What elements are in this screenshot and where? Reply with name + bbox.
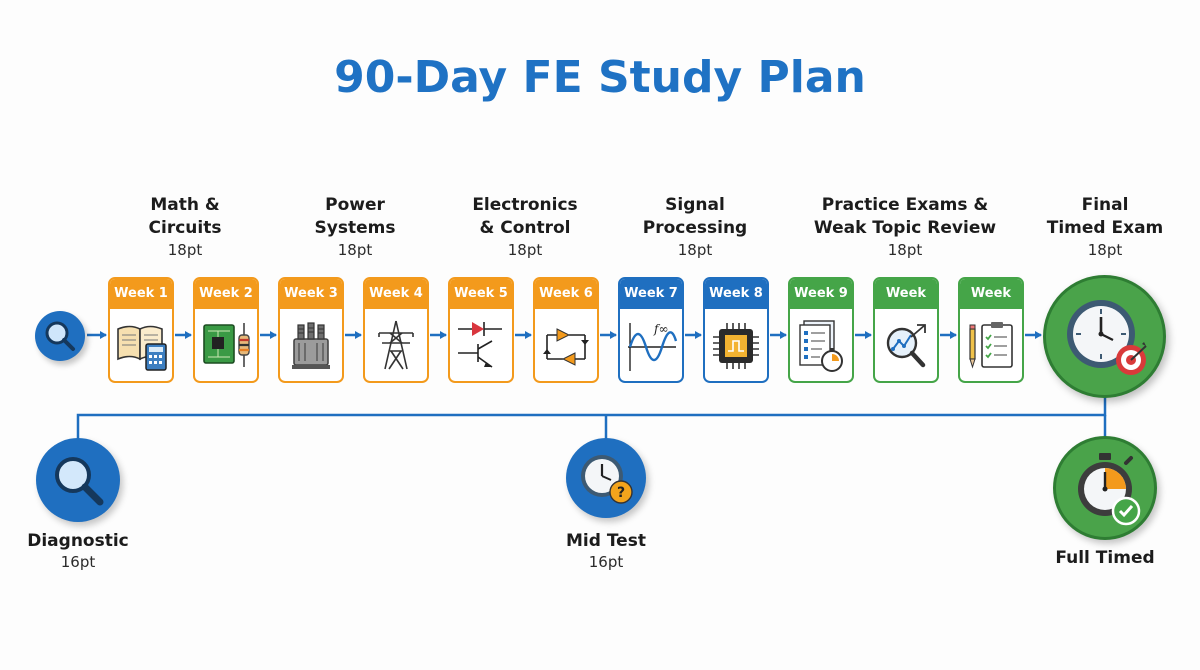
magnifier-chart-icon xyxy=(886,324,926,368)
transistor-diode-icon xyxy=(458,322,502,368)
chip-icon xyxy=(713,323,759,369)
phase-size: 18pt xyxy=(167,241,203,259)
week-label: Week 6 xyxy=(535,279,597,309)
milestone-name: Full Timed xyxy=(1055,548,1155,568)
milestone-size: 16pt xyxy=(60,553,96,571)
week-card-7[interactable]: Week 7 f∞ xyxy=(618,277,684,383)
phase-name: Final Timed Exam xyxy=(1046,195,1164,238)
phase-math-circuits: Math & Circuits 18pt xyxy=(110,194,260,261)
phase-name: Signal Processing xyxy=(642,195,748,238)
circuit-board-icon xyxy=(203,323,250,367)
week-card-4[interactable]: Week 4 xyxy=(363,277,429,383)
milestone-diagnostic: Diagnostic 16pt xyxy=(13,530,143,573)
final-exam-circle xyxy=(1043,275,1166,398)
transmission-tower-icon xyxy=(378,320,414,370)
week-label: Week 1 xyxy=(110,279,172,309)
week-card-2[interactable]: Week 2 xyxy=(193,277,259,383)
stopwatch-check-icon xyxy=(1078,453,1141,526)
phase-size: 18pt xyxy=(677,241,713,259)
week-card-9[interactable]: Week 9 xyxy=(788,277,854,383)
magnifier-icon xyxy=(45,321,75,351)
phase-name: Power Systems xyxy=(314,195,396,238)
sine-wave-icon: f∞ xyxy=(628,322,678,371)
week-label: Week 8 xyxy=(705,279,767,309)
clock-target-icon xyxy=(1067,300,1147,375)
milestone-name: Mid Test xyxy=(566,531,646,551)
week-label: Week 10 xyxy=(875,279,937,331)
milestone-size: 16pt xyxy=(588,553,624,571)
book-calculator-icon xyxy=(117,325,167,371)
phase-name: Practice Exams & Weak Topic Review xyxy=(813,195,997,238)
phase-name: Math & Circuits xyxy=(148,195,222,238)
week-label: Week 11 xyxy=(960,279,1022,331)
phase-signal-processing: Signal Processing 18pt xyxy=(615,194,775,261)
milestone-name: Diagnostic xyxy=(27,531,129,551)
week-card-1[interactable]: Week 1 xyxy=(108,277,174,383)
clock-question-icon: ? xyxy=(581,455,633,504)
phase-power-systems: Power Systems 18pt xyxy=(280,194,430,261)
milestone-mid-test: Mid Test 16pt xyxy=(541,530,671,573)
week-label: Week 5 xyxy=(450,279,512,309)
full-timed-circle xyxy=(1053,436,1157,540)
magnifier-icon xyxy=(55,457,104,506)
week-card-11[interactable]: Week 11 xyxy=(958,277,1024,383)
phase-size: 18pt xyxy=(887,241,923,259)
mid-test-circle: ? xyxy=(566,438,646,518)
milestone-full-timed: Full Timed xyxy=(1040,547,1170,569)
page-title: 90-Day FE Study Plan xyxy=(334,52,866,103)
formula-glyph: f∞ xyxy=(653,322,668,336)
phase-electronics-control: Electronics & Control 18pt xyxy=(440,194,610,261)
phase-size: 18pt xyxy=(337,241,373,259)
svg-text:?: ? xyxy=(617,485,625,501)
week-card-10[interactable]: Week 10 xyxy=(873,277,939,383)
week-card-8[interactable]: Week 8 xyxy=(703,277,769,383)
week-label: Week 4 xyxy=(365,279,427,309)
transformer-icon xyxy=(292,322,330,369)
diagnostic-circle xyxy=(36,438,120,522)
checklist-timer-icon xyxy=(799,320,843,372)
start-diagnostic-circle xyxy=(35,311,85,361)
phase-name: Electronics & Control xyxy=(472,195,578,238)
phase-practice-exams: Practice Exams & Weak Topic Review 18pt xyxy=(800,194,1010,261)
week-card-5[interactable]: Week 5 xyxy=(448,277,514,383)
week-label: Week 7 xyxy=(620,279,682,309)
week-label: Week 9 xyxy=(790,279,852,309)
feedback-loop-icon xyxy=(543,328,589,366)
phase-size: 18pt xyxy=(1087,241,1123,259)
phase-size: 18pt xyxy=(507,241,543,259)
pencil-clipboard-icon xyxy=(969,322,1013,369)
week-label: Week 3 xyxy=(280,279,342,309)
week-card-6[interactable]: Week 6 xyxy=(533,277,599,383)
week-label: Week 2 xyxy=(195,279,257,309)
phase-final-timed-exam: Final Timed Exam 18pt xyxy=(1030,194,1180,261)
week-card-3[interactable]: Week 3 xyxy=(278,277,344,383)
